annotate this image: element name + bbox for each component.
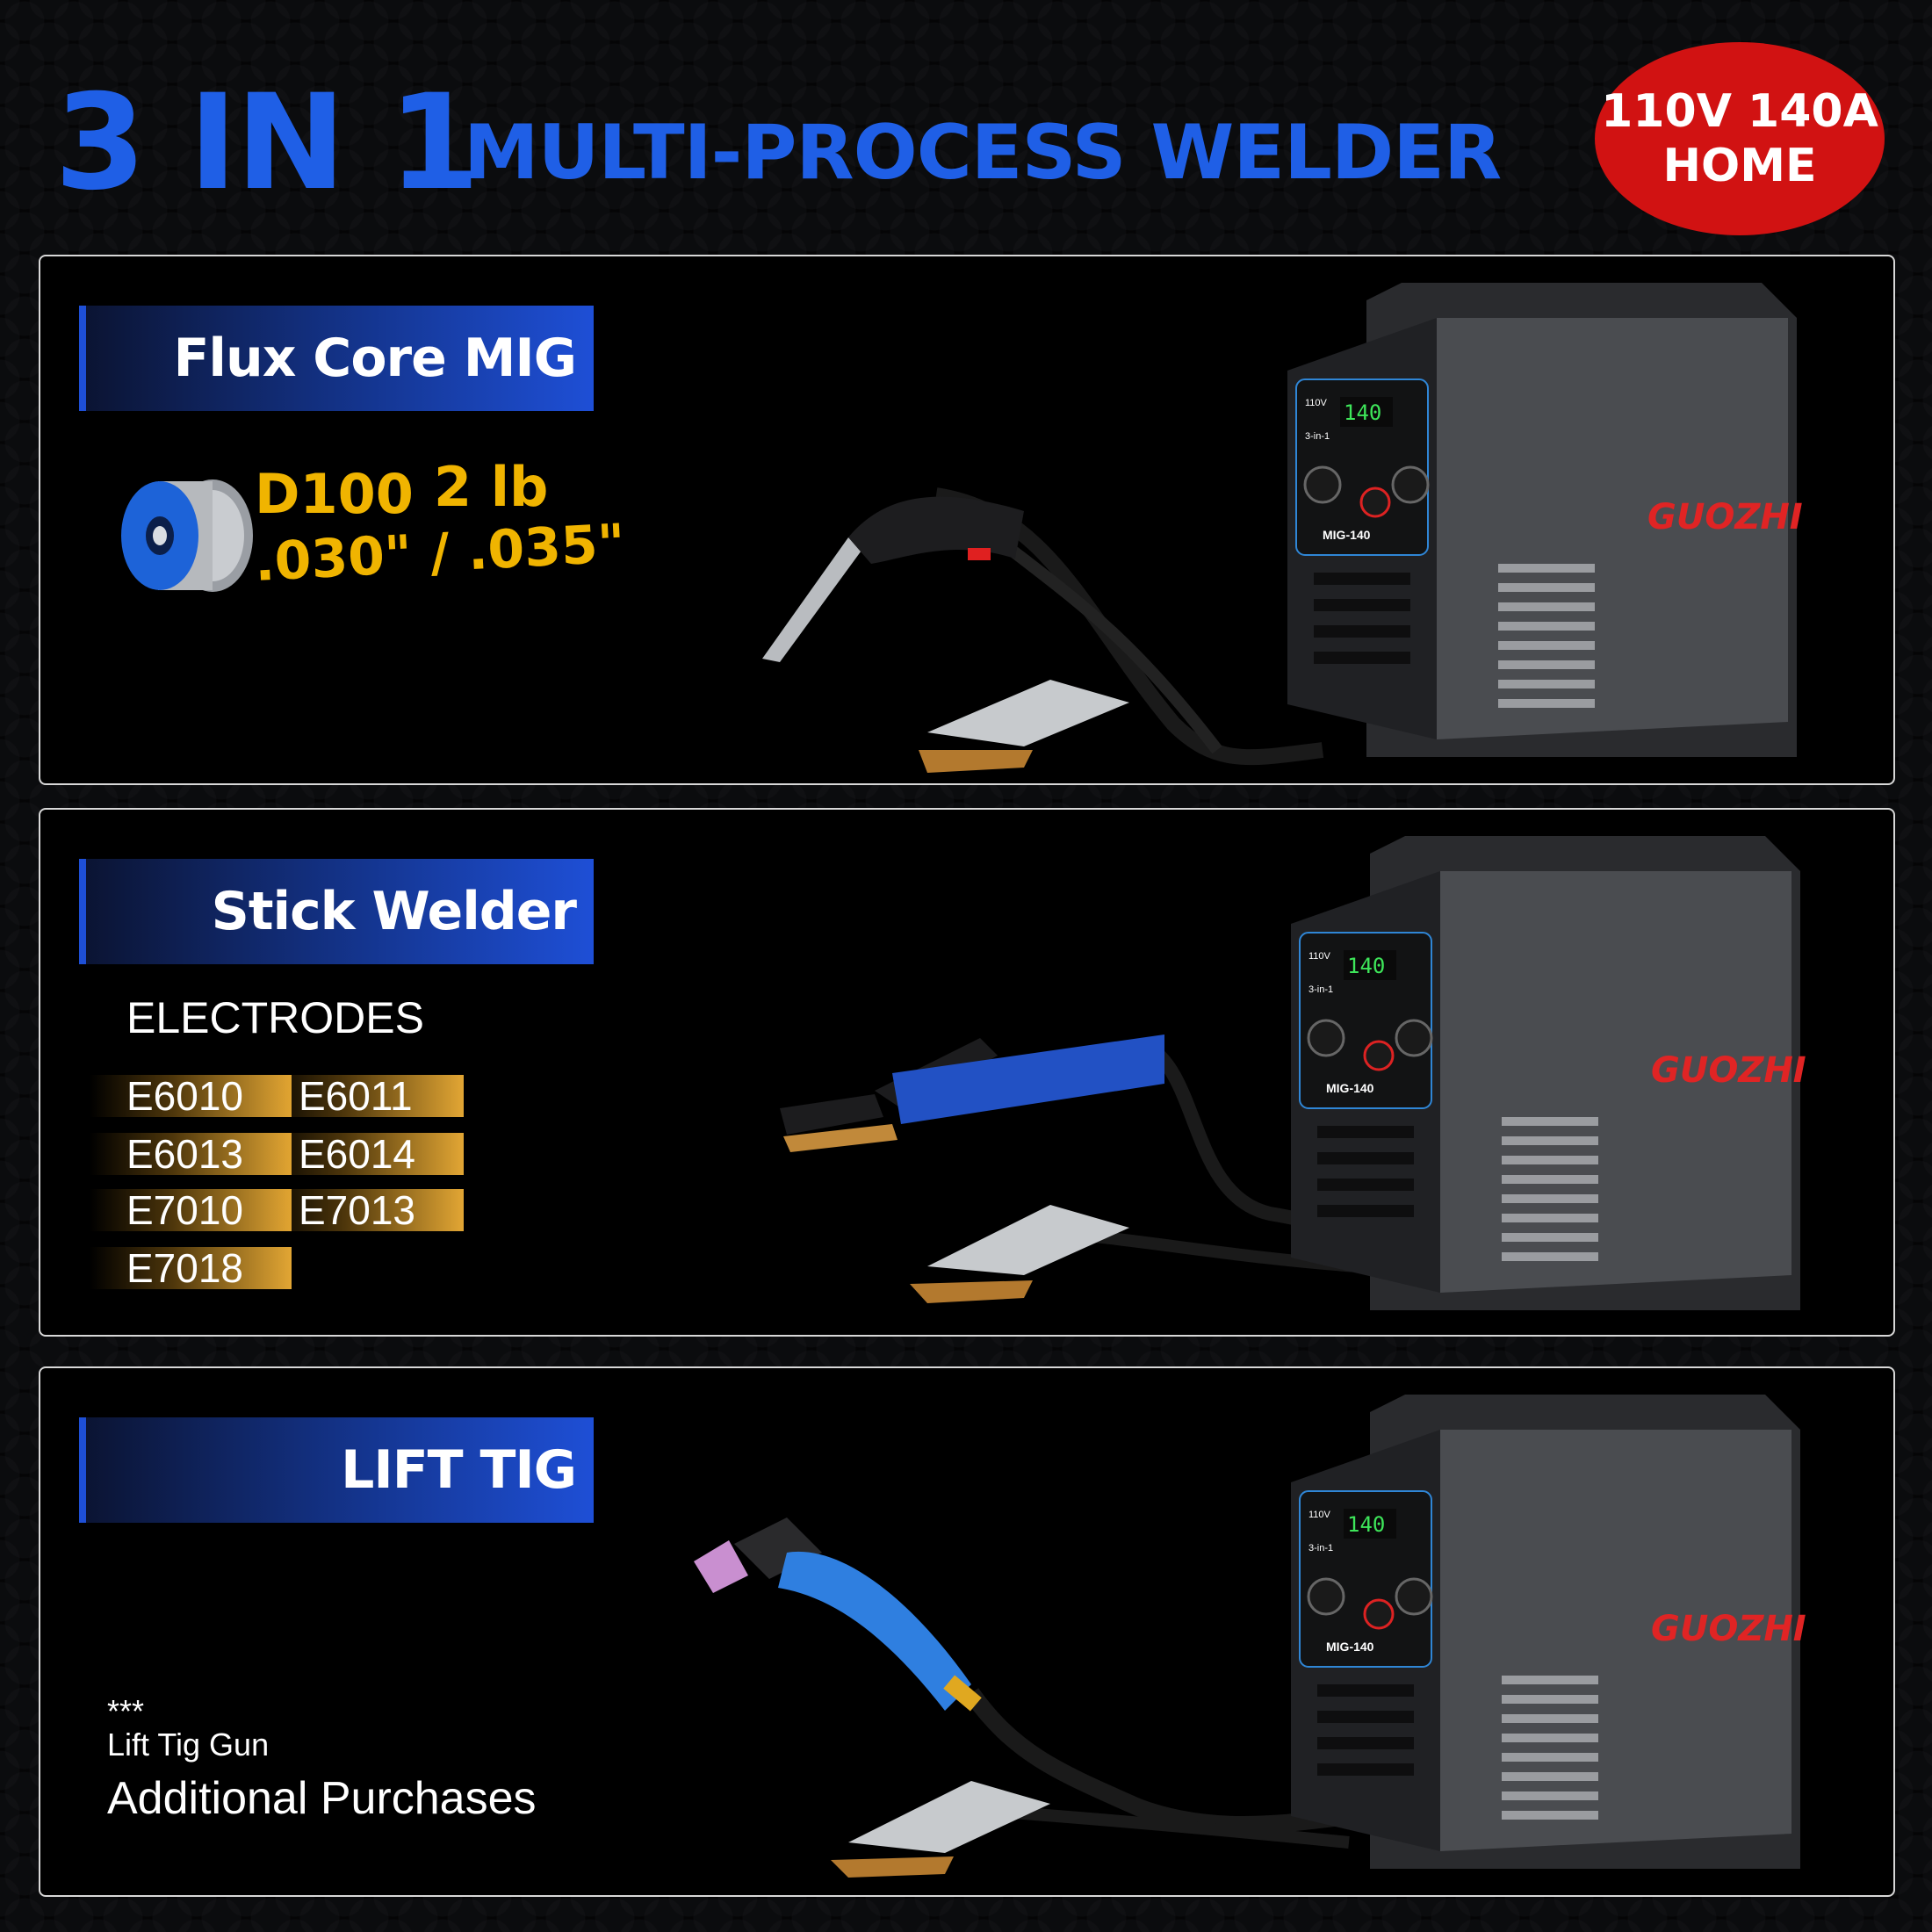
badge-line-2: HOME bbox=[1662, 140, 1817, 192]
spool-model: D100 bbox=[255, 462, 414, 526]
electrode-item: E6010 bbox=[90, 1075, 292, 1117]
electrode-item: E7018 bbox=[90, 1247, 292, 1289]
electrodes-title: ELECTRODES bbox=[126, 993, 424, 1042]
title-subtitle: MULTI-PROCESS WELDER bbox=[464, 109, 1502, 197]
badge-line-1: 110V 140A bbox=[1601, 85, 1878, 138]
electrode-item: E6011 bbox=[262, 1075, 464, 1117]
tag-label: Stick Welder bbox=[211, 881, 577, 942]
brand-logo: GUOZHI bbox=[1651, 1609, 1806, 1649]
tag-lift-tig: LIFT TIG bbox=[79, 1417, 594, 1523]
mode-label: 3-in-1 bbox=[1308, 1543, 1333, 1554]
brand-logo: GUOZHI bbox=[1651, 1050, 1806, 1091]
model-label: MIG-140 bbox=[1323, 528, 1371, 542]
title-big: 3 IN 1 bbox=[54, 67, 480, 220]
model-label: MIG-140 bbox=[1326, 1640, 1374, 1654]
note-stars: *** bbox=[107, 1693, 145, 1729]
welder-machine-image: 140 110V 3-in-1 MIG-140 GUOZHI bbox=[1291, 836, 1806, 1310]
panel-stick-welder: Stick Welder ELECTRODES E6010 E6011 E601… bbox=[39, 808, 1895, 1337]
electrode-item: E7013 bbox=[262, 1189, 464, 1231]
electrode-item: E6014 bbox=[262, 1133, 464, 1175]
electrode-item: E6013 bbox=[90, 1133, 292, 1175]
panel-flux-core-mig: Flux Core MIG D100 2 lb .030" / .035" 14… bbox=[39, 255, 1895, 785]
tag-label: Flux Core MIG bbox=[173, 328, 577, 389]
welder-machine-image: 140 110V 3-in-1 MIG-140 GUOZHI bbox=[1287, 283, 1803, 757]
spool-weight: 2 lb bbox=[434, 455, 549, 519]
mig-torch-icon bbox=[762, 487, 1324, 773]
header: 3 IN 1 MULTI-PROCESS WELDER 110V 140A HO… bbox=[0, 0, 1932, 246]
tig-torch-icon bbox=[694, 1517, 1351, 1878]
display-readout: 140 bbox=[1347, 1512, 1385, 1537]
tag-label: LIFT TIG bbox=[341, 1439, 577, 1501]
mode-label: 3-in-1 bbox=[1308, 984, 1333, 995]
voltage-label: 110V bbox=[1305, 398, 1328, 408]
tag-flux-core-mig: Flux Core MIG bbox=[79, 306, 594, 411]
wire-spool-icon bbox=[121, 479, 253, 592]
panel-lift-tig: LIFT TIG *** Lift Tig Gun Additional Pur… bbox=[39, 1366, 1895, 1897]
display-readout: 140 bbox=[1344, 400, 1381, 425]
voltage-label: 110V bbox=[1308, 1510, 1331, 1520]
model-label: MIG-140 bbox=[1326, 1081, 1374, 1095]
electrode-holder-icon bbox=[780, 1034, 1361, 1303]
electrode-item: E7010 bbox=[90, 1189, 292, 1231]
brand-logo: GUOZHI bbox=[1647, 497, 1803, 537]
voltage-badge: 110V 140A HOME bbox=[1595, 42, 1885, 235]
tag-stick-welder: Stick Welder bbox=[79, 859, 594, 964]
voltage-label: 110V bbox=[1308, 951, 1331, 962]
note-tig-gun: Lift Tig Gun bbox=[107, 1727, 270, 1763]
mode-label: 3-in-1 bbox=[1305, 431, 1330, 442]
note-additional-purchases: Additional Purchases bbox=[107, 1773, 537, 1824]
welder-machine-image: 140 110V 3-in-1 MIG-140 GUOZHI bbox=[1291, 1395, 1806, 1869]
display-readout: 140 bbox=[1347, 954, 1385, 978]
